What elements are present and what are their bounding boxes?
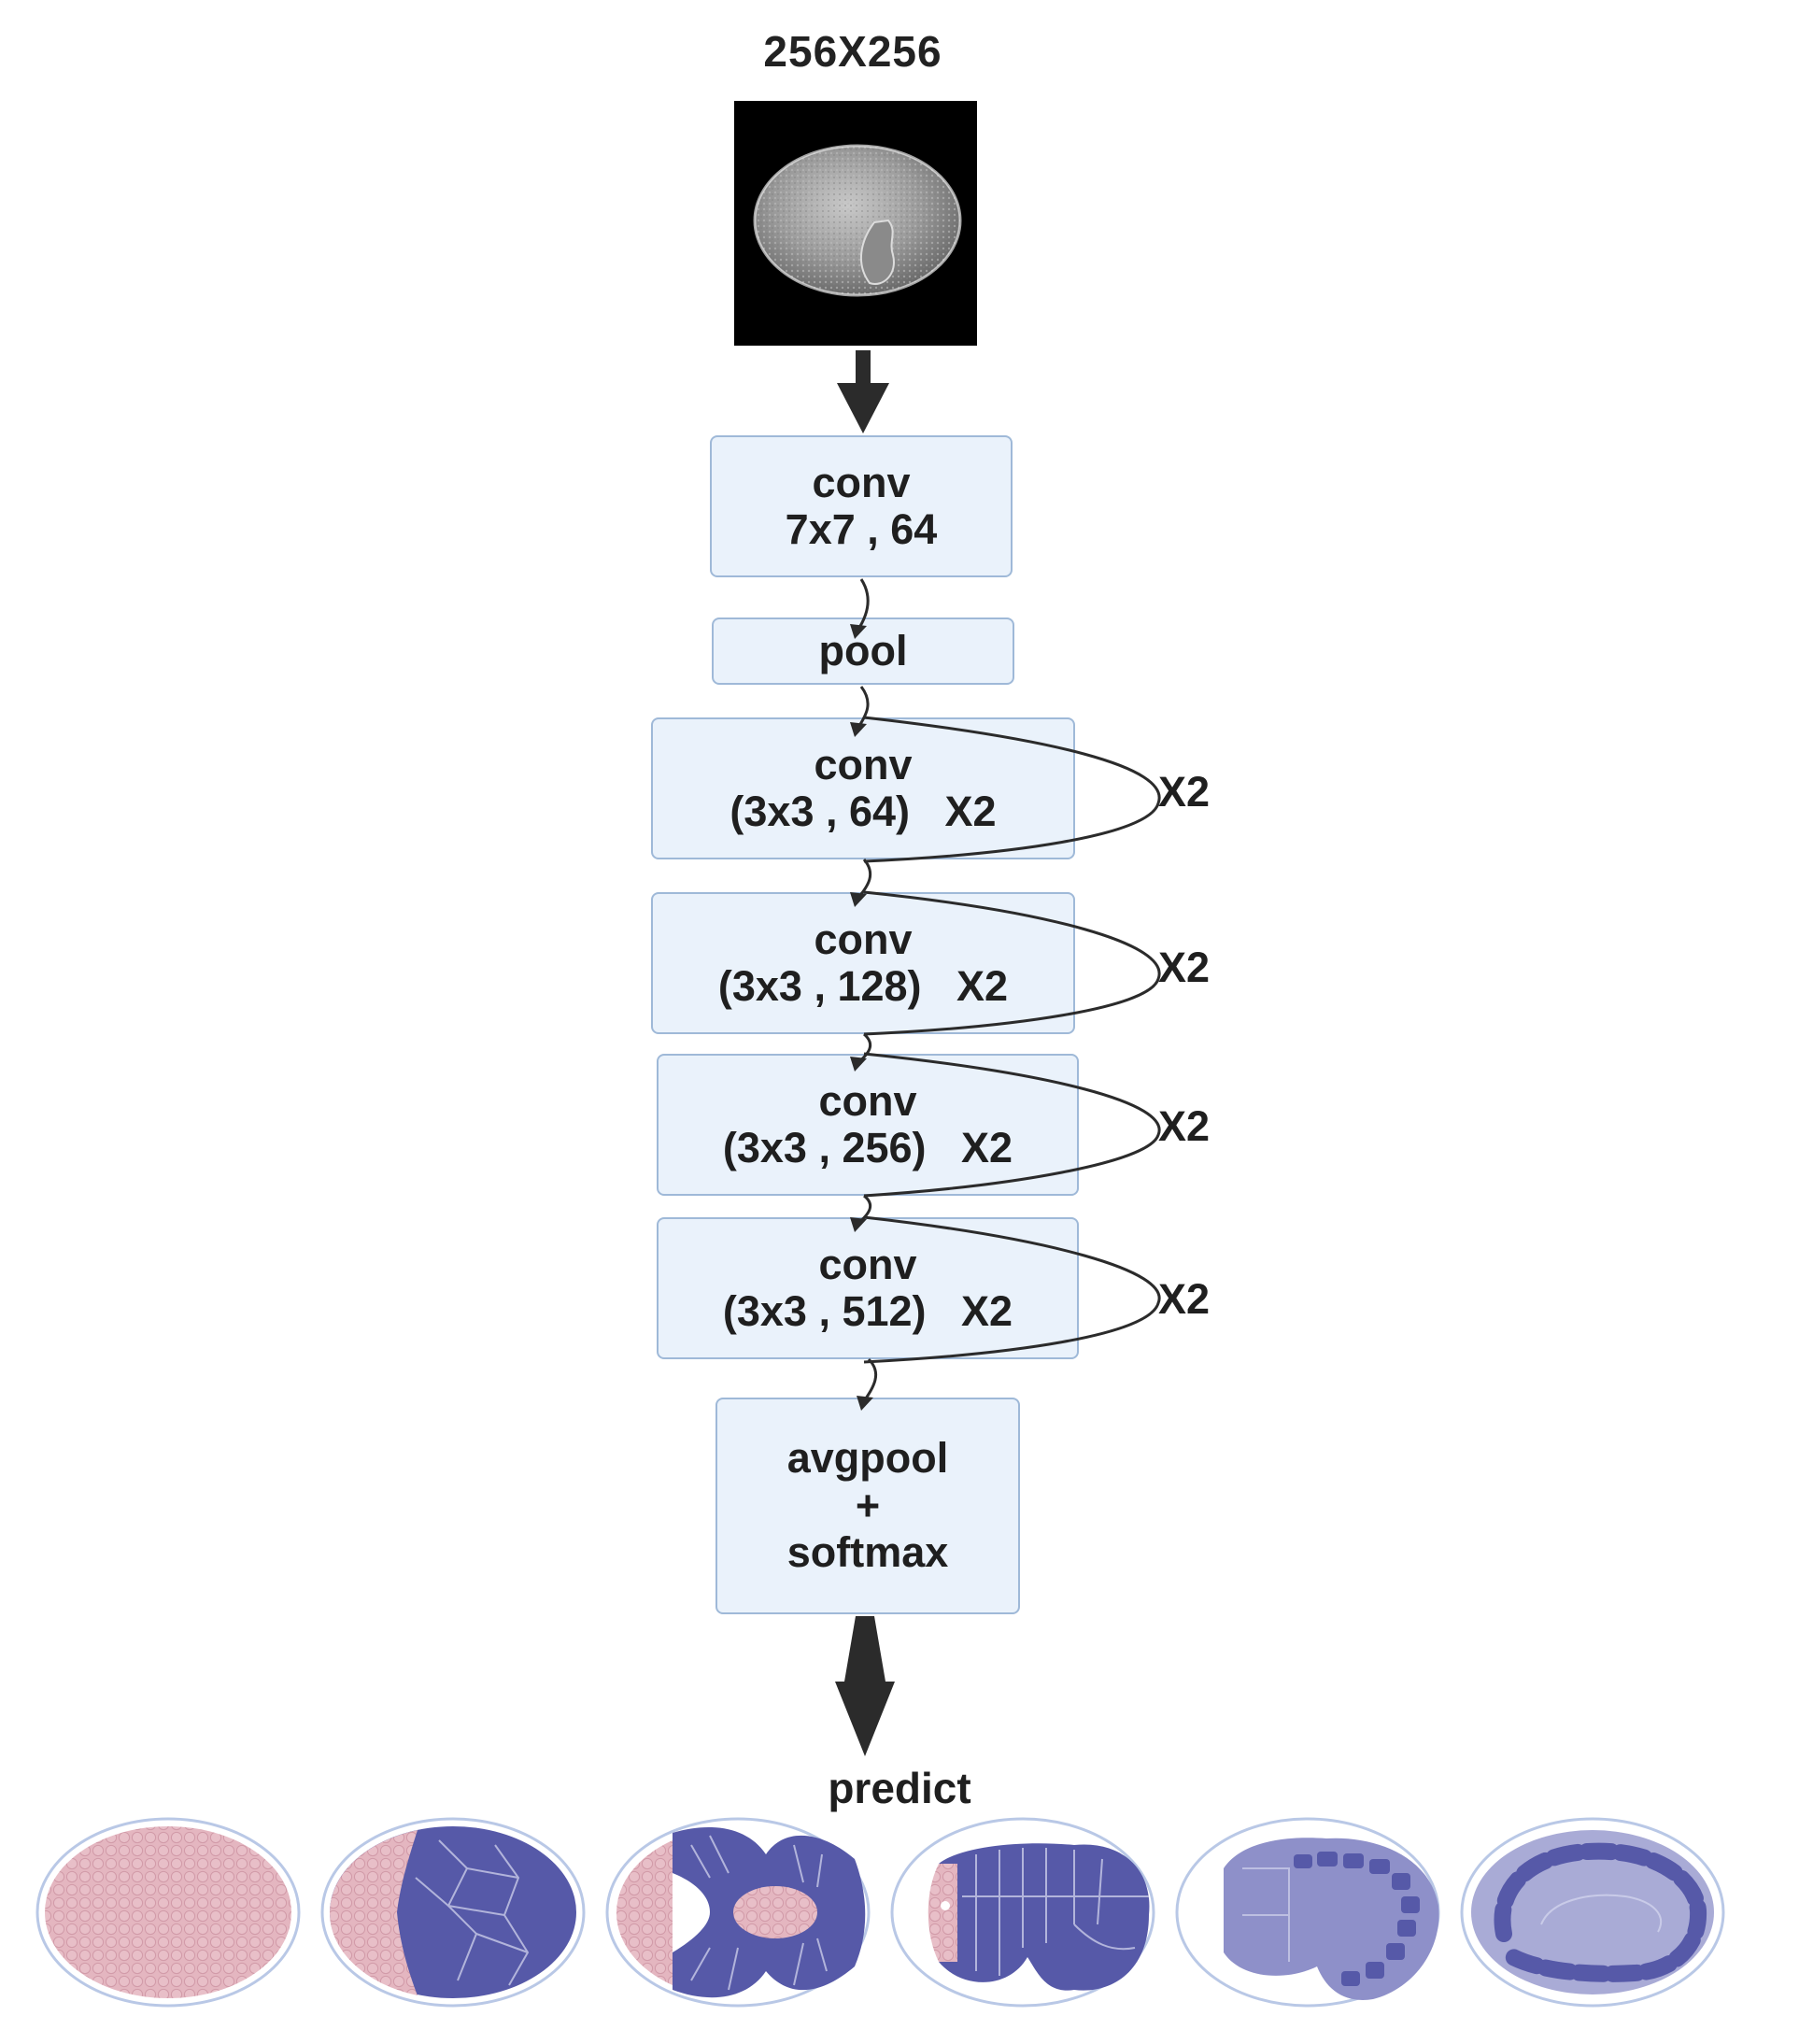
small-arrowheads xyxy=(850,624,873,1411)
arrow-input-to-conv1 xyxy=(837,350,889,433)
stage-4-illustration xyxy=(890,1817,1155,2008)
layer-conv3: conv (3x3 , 128) X2 xyxy=(651,892,1075,1034)
stage-5-illustration xyxy=(1175,1817,1440,2008)
layer-conv5: conv (3x3 , 512) X2 xyxy=(657,1217,1079,1359)
repeat-label-conv4: X2 xyxy=(1158,1102,1211,1150)
stage-3-illustration xyxy=(605,1817,871,2008)
layer-head-line1: avgpool xyxy=(786,1434,949,1483)
layer-conv1-line1: conv xyxy=(812,458,911,506)
layer-conv3-line2: (3x3 , 128) X2 xyxy=(717,962,1009,1010)
layer-conv5-line1: conv xyxy=(818,1240,917,1288)
layer-conv1-line2: 7x7 , 64 xyxy=(785,505,938,553)
layer-conv3-line1: conv xyxy=(814,915,913,963)
skip-loops xyxy=(863,716,1161,1364)
predict-label: predict xyxy=(828,1764,971,1812)
layer-conv2-line2: (3x3 , 64) X2 xyxy=(730,788,997,835)
layer-head-line2: + xyxy=(855,1481,881,1529)
repeat-label-conv5: X2 xyxy=(1158,1275,1211,1323)
arrow-head-to-predict xyxy=(835,1616,895,1756)
repeat-label-conv3: X2 xyxy=(1158,944,1211,991)
layer-conv1: conv 7x7 , 64 xyxy=(710,435,1013,577)
layer-conv4: conv (3x3 , 256) X2 xyxy=(657,1054,1079,1196)
input-size-label: 256X256 xyxy=(763,27,942,76)
layer-pool-line1: pool xyxy=(818,626,908,674)
stage-1-illustration xyxy=(35,1817,301,2008)
layer-conv5-line2: (3x3 , 512) X2 xyxy=(722,1287,1013,1335)
layer-conv2-line1: conv xyxy=(814,740,913,788)
stage-2-illustration xyxy=(320,1817,586,2008)
stage-6-illustration xyxy=(1460,1817,1725,2008)
input-embryo-image xyxy=(734,101,977,346)
repeat-label-conv2: X2 xyxy=(1158,768,1211,816)
layer-head: avgpool + softmax xyxy=(715,1398,1020,1614)
layer-conv4-line1: conv xyxy=(818,1076,917,1125)
layer-head-line3: softmax xyxy=(786,1528,949,1577)
layer-conv4-line2: (3x3 , 256) X2 xyxy=(722,1124,1013,1171)
